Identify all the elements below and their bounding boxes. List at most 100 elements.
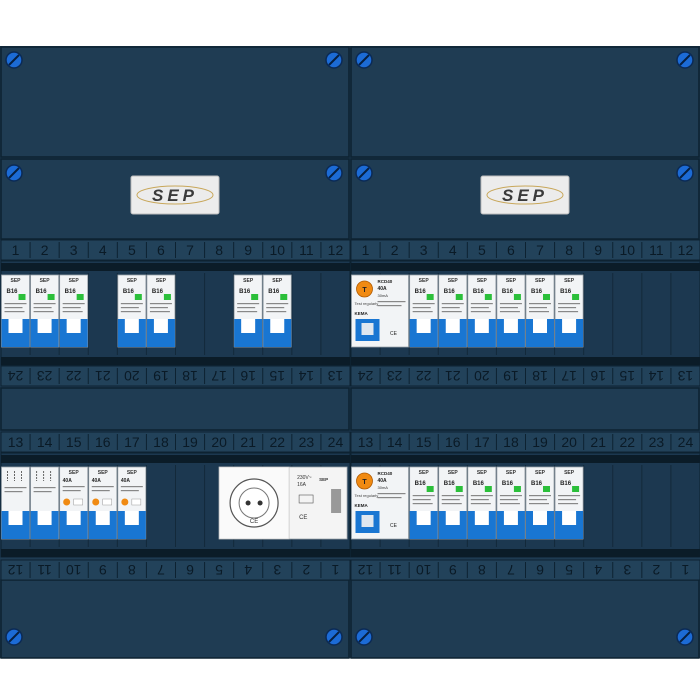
rcbo-brand: SEP <box>69 470 80 476</box>
breaker-rating: B16 <box>36 289 48 295</box>
breaker-indicator <box>251 294 259 300</box>
isolator-toggle <box>37 511 52 525</box>
breaker-indicator <box>543 486 550 492</box>
breaker-textline <box>33 303 56 305</box>
rcbo-rating: 40A <box>121 478 131 484</box>
breaker-toggle <box>416 319 431 333</box>
slot-number: 8 <box>215 242 223 258</box>
breaker-indicator <box>163 294 171 300</box>
breaker-rating: B16 <box>560 481 572 487</box>
breaker-indicator <box>47 294 55 300</box>
breaker-textline <box>237 307 256 309</box>
slot-number: 19 <box>153 368 169 384</box>
top-cover-left <box>0 46 350 158</box>
slot-number: 20 <box>561 434 577 450</box>
breaker-indicator <box>543 294 550 300</box>
isolator-textline <box>33 487 56 489</box>
slot-number: 17 <box>211 368 227 384</box>
din-rail-bottom <box>351 549 700 557</box>
breaker-indicator <box>572 294 580 300</box>
slot-number: 18 <box>182 368 198 384</box>
rcbo-brand: SEP <box>127 470 138 476</box>
slot-number: 24 <box>8 368 24 384</box>
breaker-rating: B16 <box>268 289 280 295</box>
slot-number: 22 <box>620 434 636 450</box>
breaker-textline <box>412 303 435 305</box>
slot-number: 9 <box>449 562 457 578</box>
breaker-brand: SEP <box>448 278 459 284</box>
socket-ce-mark: CE <box>299 515 307 521</box>
breaker-textline <box>441 495 464 497</box>
rcd-rating: 40A <box>378 478 388 484</box>
slot-number: 11 <box>387 562 402 578</box>
slot-number: 7 <box>507 562 515 578</box>
slot-number: 1 <box>681 562 689 578</box>
isolator-textline <box>4 487 27 489</box>
breaker-toggle <box>241 319 256 333</box>
socket-pin-hole <box>245 500 251 506</box>
breaker-textline <box>266 303 289 305</box>
rcbo-textline <box>120 490 139 492</box>
breaker-rating: B16 <box>560 289 572 295</box>
screw-slot <box>679 54 691 66</box>
breaker-textline <box>558 499 577 501</box>
breaker-textline <box>149 307 168 309</box>
sep-logo: SEP <box>480 175 570 215</box>
rcbo-test-button <box>121 498 129 506</box>
slot-number: 24 <box>678 434 694 450</box>
slot-number: 20 <box>211 434 227 450</box>
slot-number: 3 <box>70 242 78 258</box>
rcbo-test-button <box>63 498 71 506</box>
breaker-textline <box>499 495 522 497</box>
breaker-textline <box>412 311 433 313</box>
breaker-textline <box>149 303 172 305</box>
rcd-rating: 40A <box>378 286 388 292</box>
breaker-textline <box>499 311 520 313</box>
breaker-textline <box>529 495 551 497</box>
breaker-textline <box>149 311 170 313</box>
top-cover-right <box>350 46 700 158</box>
rcd-test-button <box>356 472 373 490</box>
breaker-toggle <box>66 319 81 333</box>
slot-number: 12 <box>328 242 344 258</box>
breaker-indicator <box>280 294 288 300</box>
slot-number: 16 <box>445 434 461 450</box>
breaker-toggle <box>474 511 489 525</box>
breaker-indicator <box>513 486 521 492</box>
slot-number: 6 <box>536 562 544 578</box>
slot-number: 4 <box>449 242 457 258</box>
slot-number: 12 <box>678 242 694 258</box>
breaker-toggle <box>533 511 547 525</box>
breaker-rating: B16 <box>531 289 543 295</box>
rcd-test-caption: Test regularly <box>355 493 379 498</box>
isolator-textline <box>33 491 52 493</box>
rcbo-toggle <box>124 511 139 525</box>
rcd-ce: CE <box>390 523 398 529</box>
breaker-rating: B16 <box>444 481 456 487</box>
slot-number: 12 <box>8 562 24 578</box>
slot-number: 10 <box>416 562 432 578</box>
breaker-textline <box>266 311 287 313</box>
screw-slot <box>328 54 340 66</box>
slot-number: 4 <box>99 242 107 258</box>
screw-slot <box>358 631 370 643</box>
slot-number: 14 <box>387 434 403 450</box>
rcd-ce: CE <box>390 331 398 337</box>
rcd-model: RCD40 <box>378 471 393 476</box>
slot-number: 8 <box>565 242 573 258</box>
breaker-toggle <box>416 511 431 525</box>
slot-number: 9 <box>594 242 602 258</box>
breaker-textline <box>62 303 85 305</box>
breaker-toggle <box>124 319 139 333</box>
breaker-indicator <box>484 294 492 300</box>
slot-number: 2 <box>652 562 660 578</box>
breaker-textline <box>499 503 520 505</box>
screw-slot <box>328 631 340 643</box>
